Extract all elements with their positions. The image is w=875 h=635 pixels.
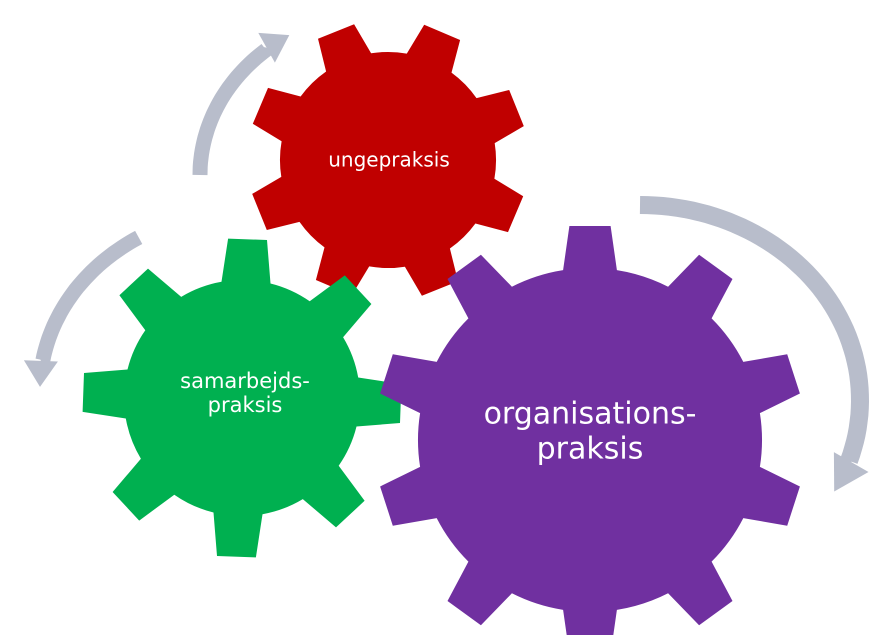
gear-label-organisationspraksis-line2: praksis xyxy=(536,431,644,466)
cycle-arrow-right-head xyxy=(833,452,869,492)
gear-label-organisationspraksis: organisations- praksis xyxy=(483,396,697,467)
gear-label-ungepraksis: ungepraksis xyxy=(328,147,450,172)
cycle-arrows xyxy=(23,32,870,492)
cycle-arrow-left-head xyxy=(23,360,58,387)
cycle-arrow-right-body xyxy=(639,196,870,470)
gear-label-organisationspraksis-line1: organisations- xyxy=(483,396,697,432)
cycle-arrow-top-head xyxy=(258,32,290,63)
cycle-arrow-top xyxy=(192,32,290,176)
gear-label-ungepraksis-line1: ungepraksis xyxy=(328,147,450,172)
cycle-arrow-right xyxy=(639,196,870,492)
gear-label-samarbejdspraksis-line1: samarbejds- xyxy=(180,368,310,393)
cycle-arrow-left xyxy=(23,230,143,387)
cycle-arrow-top-body xyxy=(192,43,274,176)
gear-label-samarbejdspraksis: samarbejds- praksis xyxy=(180,369,310,417)
cycle-arrow-left-body xyxy=(35,230,143,368)
gear-organisationspraksis xyxy=(380,226,800,635)
gears-group xyxy=(82,24,800,635)
gear-samarbejdspraksis xyxy=(82,238,402,558)
gear-label-samarbejdspraksis-line2: praksis xyxy=(207,393,283,417)
gear-ungepraksis xyxy=(252,24,524,296)
